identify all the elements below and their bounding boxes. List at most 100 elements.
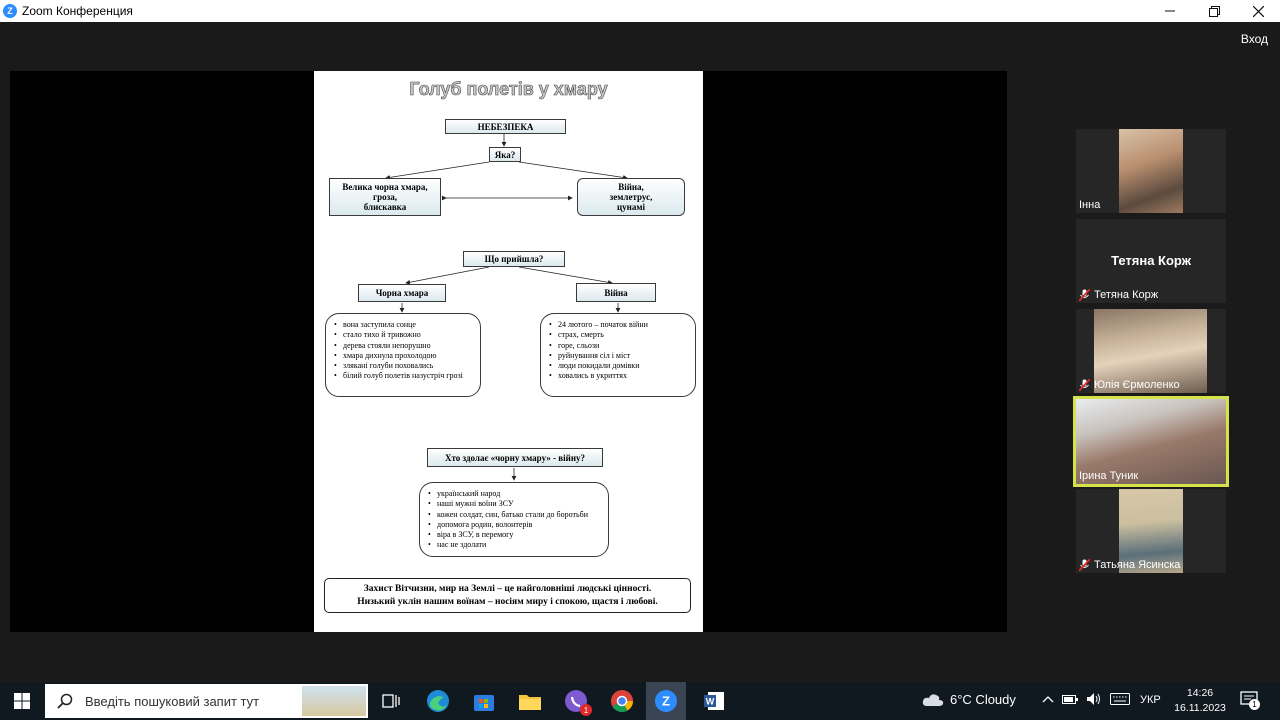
chevron-up-icon[interactable] xyxy=(1042,694,1054,704)
list-item: кожен солдат, син, батько стали до борот… xyxy=(428,510,602,520)
list-item: дерева стояли непорушно xyxy=(334,341,474,351)
participant-name: Татьяна Ясинска xyxy=(1094,559,1181,571)
list-item: стало тихо й тривожно xyxy=(334,330,474,340)
participant-tile[interactable]: Інна xyxy=(1076,129,1226,213)
box-natural-threats: Велика чорна хмара, гроза, блискавка xyxy=(329,178,441,216)
box-left-line-3: блискавка xyxy=(363,202,407,212)
taskbar-search-box[interactable]: Введіть пошуковий запит тут xyxy=(45,684,368,718)
notifications-button[interactable]: 1 xyxy=(1240,691,1260,714)
list-item: віра в ЗСУ, в перемогу xyxy=(428,530,602,540)
file-explorer-button[interactable] xyxy=(516,687,544,715)
word-button[interactable]: W xyxy=(700,687,728,715)
participant-name: Юлія Єрмоленко xyxy=(1094,379,1180,391)
participant-big-name: Тетяна Корж xyxy=(1111,253,1191,268)
participant-tile[interactable]: Тетяна Корж Тетяна Корж xyxy=(1076,219,1226,303)
shared-screen: Голуб полетів у хмару НЕБЕЗПЕКА Яка? Вел… xyxy=(10,71,1007,632)
list-item: 24 лютого – початок війни xyxy=(549,320,689,330)
taskbar: Введіть пошуковий запит тут 1 Z W 6°C Cl… xyxy=(0,682,1280,720)
viber-button[interactable]: 1 xyxy=(562,687,592,716)
list-item: український народ xyxy=(428,489,602,499)
clock[interactable]: 14:26 16.11.2023 xyxy=(1172,686,1228,716)
participant-video xyxy=(1076,399,1226,484)
participant-name-row: Юлія Єрмоленко xyxy=(1078,378,1180,392)
close-icon xyxy=(1252,5,1264,17)
participant-name: Ірина Туник xyxy=(1079,470,1139,482)
list-who-box: український народ наші мужні воїни ЗСУ к… xyxy=(419,482,609,557)
search-highlight-image xyxy=(302,686,366,716)
participant-name: Інна xyxy=(1079,199,1101,211)
viber-badge: 1 xyxy=(580,704,592,716)
zoom-logo-icon: Z xyxy=(3,4,17,18)
shared-document: Голуб полетів у хмару НЕБЕЗПЕКА Яка? Вел… xyxy=(314,71,703,632)
task-view-icon xyxy=(382,694,400,708)
participant-video xyxy=(1094,309,1207,393)
participant-tile[interactable]: Татьяна Ясинска xyxy=(1076,489,1226,573)
box-what-came: Що прийшла? xyxy=(463,251,565,267)
restore-icon xyxy=(1208,5,1220,17)
zoom-icon: Z xyxy=(655,690,677,712)
minimize-button[interactable] xyxy=(1148,0,1192,22)
list-item: горе, сльози xyxy=(549,341,689,351)
login-button[interactable]: Вход xyxy=(1240,32,1268,46)
list-item: хмара дихнула прохолодою xyxy=(334,351,474,361)
window-title: Zoom Конференция xyxy=(22,4,133,18)
conclusion-line-1: Захист Вітчизни, мир на Землі – це найго… xyxy=(363,583,652,594)
start-button[interactable] xyxy=(0,682,44,720)
mic-muted-icon xyxy=(1078,288,1091,302)
list-item: нас не здолати xyxy=(428,540,602,550)
participant-tile[interactable]: Юлія Єрмоленко xyxy=(1076,309,1226,393)
zoom-taskbar-button-active[interactable]: Z xyxy=(646,682,686,720)
participant-name-row: Татьяна Ясинска xyxy=(1078,558,1181,572)
box-which: Яка? xyxy=(489,147,521,162)
list-item: страх, смерть xyxy=(549,330,689,340)
list-item: ховались в укриттях xyxy=(549,371,689,381)
language-indicator[interactable]: УКР xyxy=(1140,694,1161,706)
edge-button[interactable] xyxy=(424,687,452,715)
volume-icon[interactable] xyxy=(1086,692,1102,706)
box-war-threats: Війна, землетрус, цунамі xyxy=(577,178,685,216)
battery-icon[interactable] xyxy=(1062,693,1078,705)
chrome-button[interactable] xyxy=(608,687,636,715)
weather-widget[interactable]: 6°C Cloudy xyxy=(922,692,1016,707)
restore-button[interactable] xyxy=(1192,0,1236,22)
box-right-line-3: цунамі xyxy=(616,202,645,212)
box-black-cloud: Чорна хмара xyxy=(358,284,446,302)
store-button[interactable] xyxy=(470,687,498,715)
clock-time: 14:26 xyxy=(1186,687,1214,699)
participant-tile-active-speaker[interactable]: Ірина Туник xyxy=(1073,396,1229,487)
list-cloud-box: вона заступила сонце стало тихо й тривож… xyxy=(325,313,481,397)
search-placeholder: Введіть пошуковий запит тут xyxy=(85,693,260,709)
list-item: руйнування сіл і міст xyxy=(549,351,689,361)
mic-muted-icon xyxy=(1078,378,1091,392)
weather-text: 6°C Cloudy xyxy=(950,692,1016,707)
title-bar: Z Zoom Конференция xyxy=(0,0,1280,22)
list-item: зляканi голуби поховались xyxy=(334,361,474,371)
document-title: Голуб полетів у хмару xyxy=(409,79,608,100)
box-left-line-2: гроза, xyxy=(373,192,397,202)
list-item: люди покидали домівки xyxy=(549,361,689,371)
system-tray-icons xyxy=(1042,692,1130,706)
folder-icon xyxy=(519,695,541,710)
mic-muted-icon xyxy=(1078,558,1091,572)
notification-badge: 1 xyxy=(1249,699,1260,710)
cloud-icon xyxy=(922,693,944,706)
box-right-line-1: Війна, xyxy=(618,182,644,192)
search-icon xyxy=(57,693,73,709)
box-danger: НЕБЕЗПЕКА xyxy=(445,119,566,134)
box-war: Війна xyxy=(576,283,656,302)
svg-text:W: W xyxy=(706,697,715,707)
svg-text:Z: Z xyxy=(662,694,670,709)
task-view-button[interactable] xyxy=(377,687,405,715)
box-left-line-1: Велика чорна хмара, xyxy=(342,182,428,192)
list-item: білий голуб полетів назустріч грозі xyxy=(334,371,474,381)
list-item: вона заступила сонце xyxy=(334,320,474,330)
word-icon: W xyxy=(704,692,724,710)
participant-name: Тетяна Корж xyxy=(1094,289,1159,301)
participant-name-row: Тетяна Корж xyxy=(1078,288,1159,302)
box-right-line-2: землетрус, xyxy=(609,192,653,202)
list-item: наші мужні воїни ЗСУ xyxy=(428,499,602,509)
keyboard-icon[interactable] xyxy=(1110,693,1130,705)
conclusion-line-2: Низький уклін нашим воїнам – носіям миру… xyxy=(357,596,658,607)
chrome-icon xyxy=(611,690,633,712)
close-button[interactable] xyxy=(1236,0,1280,22)
